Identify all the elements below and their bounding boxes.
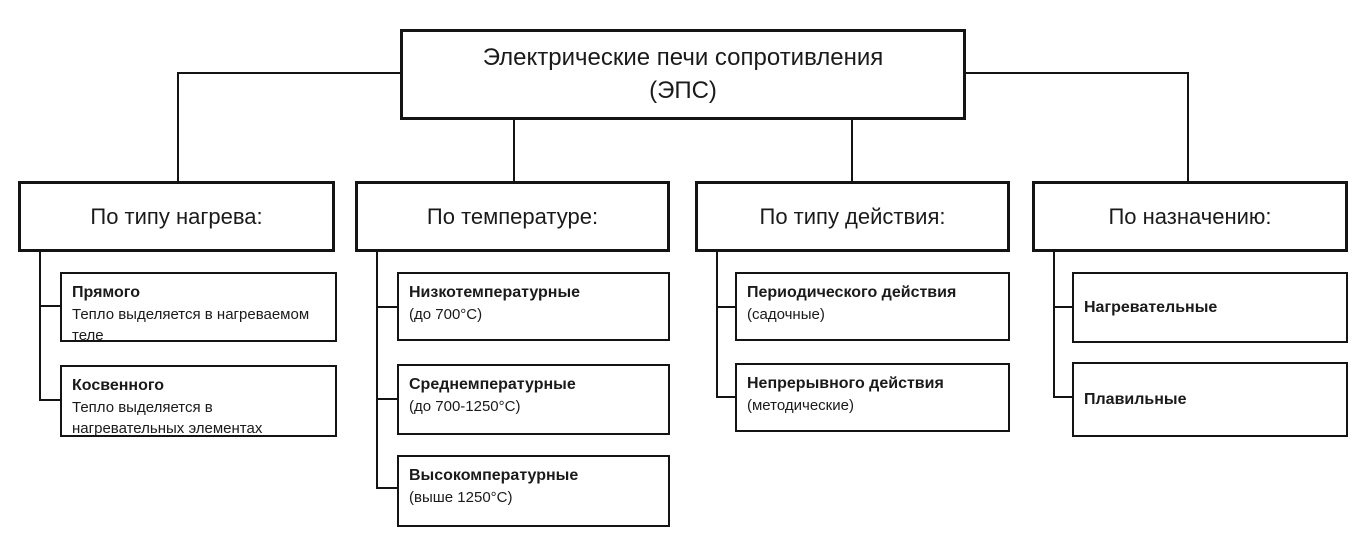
connector-col1-trunk [39,250,41,401]
node-title: Низкотемпературные [409,284,581,301]
node-desc: (до 700-1250°С) [409,397,521,415]
category-purpose: По назначению: [1032,181,1348,252]
root-title-line2: (ЭПС) [649,76,717,104]
node-title: Среднемпературные [409,376,576,393]
connector-root-to-col3-v [851,118,853,181]
connector-col3-stub1 [716,306,735,308]
node-title: Плавильные [1084,390,1187,408]
connector-col2-stub2 [376,398,397,400]
root-title-line1: Электрические печи сопротивления [482,44,884,72]
connector-col2-stub3 [376,487,397,489]
node-indirect-heating: Косвенного Тепло выделяется в нагревател… [60,365,337,437]
node-periodic-action: Периодического действия (садочные) [735,272,1010,341]
node-desc: Тепло выделяется в нагревательных элемен… [72,398,263,437]
root-node: Электрические печи сопротивления (ЭПС) [400,29,966,120]
node-high-temperature: Высокомпературные (выше 1250°С) [397,455,670,527]
node-desc: Тепло выделяется в нагреваемом теле [72,305,310,344]
connector-root-to-col1-h [177,72,402,74]
connector-col3-trunk [716,250,718,398]
connector-col4-trunk [1053,250,1055,398]
category-temperature: По температуре: [355,181,670,252]
category-heating-type: По типу нагрева: [18,181,335,252]
node-desc: (садочные) [747,305,825,323]
connector-root-to-col2-v [513,118,515,181]
connector-col4-stub2 [1053,396,1072,398]
node-title: Косвенного [72,377,165,394]
connector-col2-trunk [376,250,378,489]
connector-root-to-col4-h [964,72,1189,74]
connector-col1-stub1 [39,305,60,307]
connector-col4-stub1 [1053,306,1072,308]
connector-root-to-col4-v [1187,72,1189,181]
node-melting-furnaces: Плавильные [1072,362,1348,437]
connector-col1-stub2 [39,399,60,401]
node-medium-temperature: Среднемпературные (до 700-1250°С) [397,364,670,435]
node-desc: (до 700°С) [409,305,483,323]
node-low-temperature: Низкотемпературные (до 700°С) [397,272,670,341]
category-action-type: По типу действия: [695,181,1010,252]
node-heating-furnaces: Нагревательные [1072,272,1348,343]
node-title: Высокомпературные [409,467,579,484]
node-direct-heating: Прямого Тепло выделяется в нагреваемом т… [60,272,337,344]
node-desc: (выше 1250°С) [409,488,513,506]
connector-col3-stub2 [716,396,735,398]
node-title: Непрерывного действия [747,375,944,392]
connector-col2-stub1 [376,306,397,308]
node-title: Периодического действия [747,284,957,301]
node-title: Нагревательные [1084,298,1218,316]
node-continuous-action: Непрерывного действия (методические) [735,363,1010,432]
node-desc: (методические) [747,396,854,414]
node-title: Прямого [72,284,141,301]
connector-root-to-col1-v [177,72,179,181]
